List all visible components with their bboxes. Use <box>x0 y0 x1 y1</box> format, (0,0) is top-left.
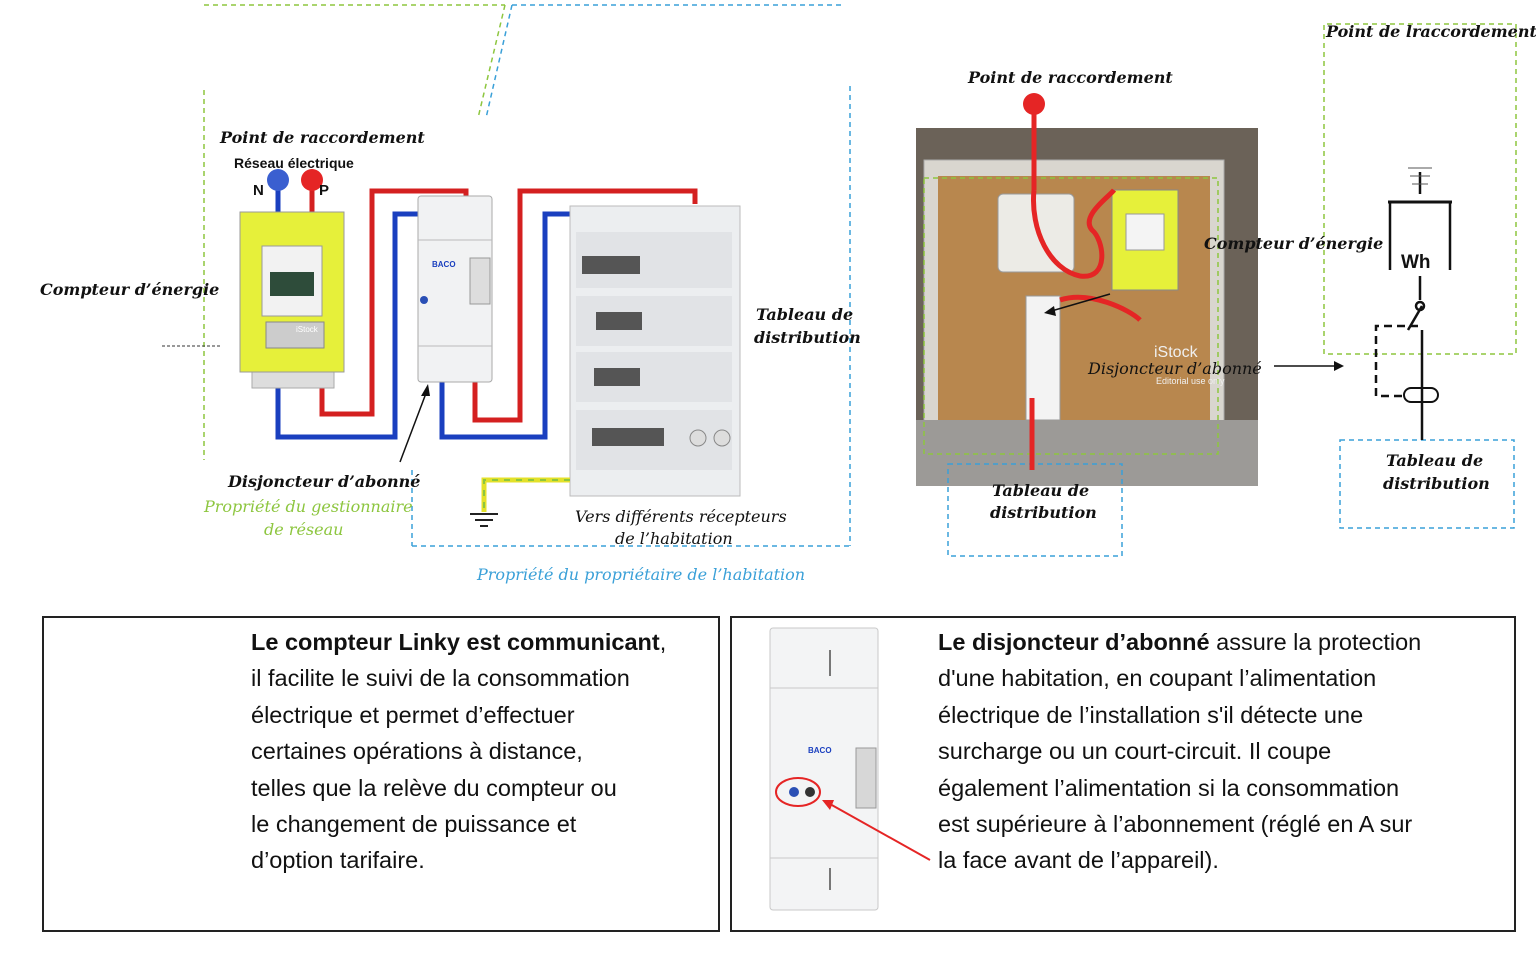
recepteurs-label-line1: Vers différents récepteurs <box>575 507 787 526</box>
photo-red-wires <box>1029 104 1142 470</box>
wh-meter-label: Wh <box>1401 252 1431 273</box>
photo-tableau-label-line1: Tableau de <box>992 481 1090 500</box>
linky-info-box <box>42 616 720 932</box>
distribution-board-icon <box>569 205 741 497</box>
disjoncteur-info-text: Le disjoncteur d’abonné assure la protec… <box>938 624 1508 879</box>
breaker-device-icon <box>417 195 493 383</box>
schematic-symbol <box>1374 172 1452 440</box>
neutral-label: N <box>253 182 264 199</box>
bottom-breaker-brand: BACO <box>808 746 832 755</box>
linky-bold-text: Le compteur Linky est communicant <box>251 629 660 655</box>
phase-terminal-icon <box>301 169 323 191</box>
proprietaire-zone-boundary <box>411 4 851 547</box>
disjoncteur-bold-text: Le disjoncteur d’abonné <box>938 629 1210 655</box>
disjoncteur-line-1: d'une habitation, en coupant l’alimentat… <box>938 665 1377 692</box>
linky-line-5: le changement de puissance et <box>251 811 577 838</box>
schematic-top-terminal-icon <box>1408 167 1432 185</box>
left-disjoncteur-label: Disjoncteur d’abonné <box>228 472 421 491</box>
schematic-dashed-zones <box>1323 23 1517 529</box>
earth-ground-icon <box>470 477 570 527</box>
recepteurs-label-line2: de l’habitation <box>615 529 733 548</box>
disjoncteur-line-4: également l’alimentation si la consommat… <box>938 774 1400 801</box>
linky-line-2: électrique et permet d’effectuer <box>251 701 575 728</box>
photo-connection-point-icon <box>1023 93 1045 115</box>
linky-line-3: certaines opérations à distance, <box>251 738 583 765</box>
wire-blue-left <box>275 190 572 440</box>
photo-compteur-energie-label: Compteur d’énergie <box>1204 234 1384 253</box>
photo-tableau-label-line2: distribution <box>990 503 1097 522</box>
linky-line-1: il facilite le suivi de la consommation <box>251 665 630 692</box>
breaker-photo-icon <box>769 627 879 911</box>
disjoncteur-line-5: est supérieure à l’abonnement (réglé en … <box>938 811 1413 838</box>
breaker-photo-arrow <box>822 800 931 861</box>
linky-line-0: , <box>659 629 667 655</box>
neutral-terminal-icon <box>267 169 289 191</box>
left-meter-sticker: iStock <box>296 325 318 334</box>
left-tableau-label-line2: distribution <box>754 328 861 347</box>
photo-watermark: iStock <box>1154 344 1198 361</box>
gestionnaire-property-label-line1: Propriété du gestionnaire <box>204 497 413 516</box>
phase-label: P <box>319 182 330 199</box>
gestionnaire-property-label-line2: de réseau <box>264 520 344 539</box>
schematic-tableau-label-line1: Tableau de <box>1386 451 1484 470</box>
disjoncteur-line-0: assure la protection <box>1209 629 1422 655</box>
left-tableau-label-line1: Tableau de <box>756 305 854 324</box>
electrical-cabinet-photo <box>916 128 1258 486</box>
arrow-to-schematic <box>1274 361 1344 371</box>
photo-point-raccordement-label: Point de raccordement <box>968 68 1173 87</box>
photo-dashed-zones <box>923 177 1219 557</box>
photo-disjoncteur-label: Disjoncteur d’abonné <box>1088 359 1262 378</box>
schematic-point-raccordement-label: Point de lraccordement <box>1326 22 1536 41</box>
disjoncteur-line-3: surcharge ou un court-circuit. Il coupe <box>938 738 1332 765</box>
linky-line-6: d’option tarifaire. <box>251 847 425 874</box>
photo-arrow <box>1044 293 1111 316</box>
wire-red-left <box>309 188 698 423</box>
energy-meter-icon <box>239 211 345 389</box>
linky-info-text: Le compteur Linky est communicant, il fa… <box>251 624 711 879</box>
disjoncteur-line-6: la face avant de l’appareil). <box>938 847 1219 874</box>
disjoncteur-info-box <box>730 616 1516 932</box>
photo-watermark-sub: Editorial use only <box>1156 376 1225 386</box>
disjoncteur-line-2: électrique de l’installation s'il détect… <box>938 701 1364 728</box>
linky-line-4: telles que la relève du compteur ou <box>251 774 617 801</box>
reseau-electrique-label: Réseau électrique <box>234 155 354 171</box>
left-point-raccordement-label: Point de raccordement <box>220 128 425 147</box>
proprietaire-property-label: Propriété du propriétaire de l’habitatio… <box>477 565 806 584</box>
schematic-tableau-label-line2: distribution <box>1383 474 1490 493</box>
left-breaker-brand: BACO <box>432 260 456 269</box>
gestionnaire-zone-boundary <box>203 4 506 460</box>
left-compteur-energie-label: Compteur d’énergie <box>40 280 220 299</box>
